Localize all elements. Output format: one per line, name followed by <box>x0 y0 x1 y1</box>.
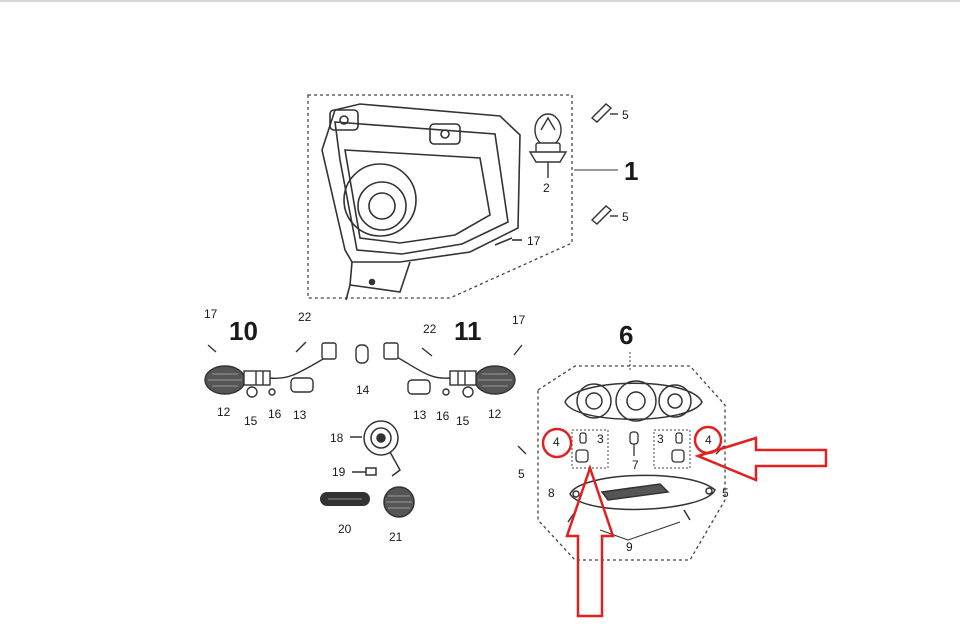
turn-signal-right-bolt-label: 22 <box>423 322 437 336</box>
headlight-bulb-label: 2 <box>543 181 550 195</box>
horn-cover-drawing <box>383 486 415 518</box>
headlight-group: 1 2 5 5 17 <box>307 94 638 301</box>
headlight-assembly-label: 1 <box>624 156 638 186</box>
turn-signal-right-washer-label: 15 <box>456 414 470 428</box>
tail-light-bulb-left-label: 3 <box>597 432 604 446</box>
tail-light-boundary <box>537 365 726 561</box>
tail-light-bulb-right-label: 3 <box>657 432 664 446</box>
top-border <box>0 0 960 2</box>
turn-signal-left-nut-label: 16 <box>268 407 282 421</box>
tail-light-bulb-right-highlighted-label: 4 <box>705 433 712 447</box>
turn-signal-right-group: 11 22 17 13 16 15 12 <box>383 313 526 428</box>
tail-light-bulb-left-highlighted-label: 4 <box>553 435 560 449</box>
red-arrow-up <box>565 464 615 618</box>
turn-signal-right-screw-label: 17 <box>512 313 526 327</box>
turn-signal-left-assembly-label: 10 <box>229 316 258 346</box>
tail-light-bulb-center-label: 7 <box>632 458 639 472</box>
turn-signal-right-assembly-label: 11 <box>454 316 482 346</box>
tail-light-lens-label: 8 <box>548 486 555 500</box>
tail-light-bulbs-drawing <box>517 431 725 463</box>
turn-signal-right-socket-label: 13 <box>413 408 427 422</box>
red-annotations <box>541 425 828 618</box>
turn-signal-left-screw-label: 17 <box>204 307 218 321</box>
horn-label: 18 <box>330 431 344 445</box>
turn-signal-left-lens-label: 12 <box>217 405 231 419</box>
horn-grille-drawing <box>320 492 370 506</box>
tail-light-clips-label: 9 <box>626 540 633 554</box>
headlight-boundary <box>307 94 573 299</box>
headlight-clips-drawing <box>590 103 618 225</box>
turn-signal-right-nut-label: 16 <box>436 409 450 423</box>
headlight-screw-drawing <box>494 237 522 246</box>
tail-light-screw-right-label: 5 <box>722 486 729 500</box>
horn-cover-label: 21 <box>389 530 403 544</box>
tail-light-housing-drawing <box>564 380 703 422</box>
tail-light-group: 6 4 3 7 3 4 5 8 5 9 <box>517 320 729 561</box>
turn-signal-right-drawing <box>383 342 523 398</box>
headlight-clip-bottom-label: 5 <box>622 210 629 224</box>
horn-group: 18 19 20 21 <box>320 420 415 544</box>
tail-light-bulb-box-right <box>653 429 691 469</box>
turn-signal-left-group: 10 17 22 12 15 16 13 14 <box>204 307 370 428</box>
turn-signal-left-bulb-label: 14 <box>356 383 370 397</box>
turn-signal-right-lens-label: 12 <box>488 407 502 421</box>
turn-signal-left-washer-label: 15 <box>244 414 258 428</box>
horn-bolt-label: 19 <box>332 465 346 479</box>
headlight-screw-label: 17 <box>527 234 541 248</box>
turn-signal-left-socket-label: 13 <box>293 408 307 422</box>
highlight-circle-left <box>541 427 573 459</box>
tail-light-lens-drawing <box>567 474 716 541</box>
headlight-clip-top-label: 5 <box>622 108 629 122</box>
red-arrow-left <box>694 436 828 482</box>
tail-light-screw-left-label: 5 <box>518 467 525 481</box>
headlight-housing-drawing <box>321 103 521 301</box>
horn-grille-label: 20 <box>338 522 352 536</box>
turn-signal-left-bolt-label: 22 <box>298 310 312 324</box>
tail-light-assembly-label: 6 <box>619 320 633 350</box>
turn-signal-left-drawing <box>204 341 369 398</box>
horn-drawing <box>350 420 401 477</box>
headlight-bulb-drawing <box>528 113 568 178</box>
